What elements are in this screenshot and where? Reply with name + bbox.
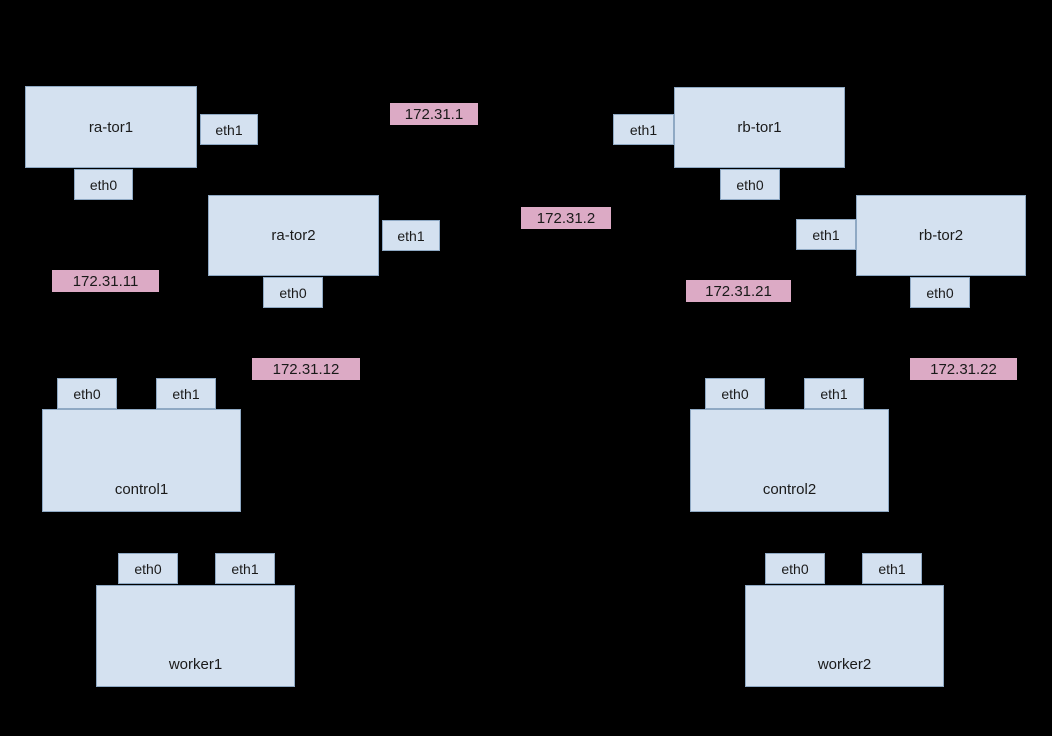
port-label: eth1 — [812, 226, 840, 243]
port-control2-eth1[interactable]: eth1 — [804, 378, 864, 409]
port-label: eth1 — [397, 227, 425, 244]
device-control1[interactable]: control1 — [42, 409, 241, 512]
device-label: worker2 — [817, 656, 872, 673]
port-worker2-eth1[interactable]: eth1 — [862, 553, 922, 584]
network-label-text: 172.31.12 — [272, 360, 340, 378]
network-label-text: 172.31.1 — [404, 105, 464, 123]
network-label-text: 172.31.11 — [72, 272, 139, 290]
device-control2[interactable]: control2 — [690, 409, 889, 512]
device-rb-tor1[interactable]: rb-tor1 — [674, 87, 845, 168]
port-label: eth0 — [721, 385, 749, 402]
network-label-net-172-31-21[interactable]: 172.31.21 — [686, 280, 791, 302]
port-worker1-eth1[interactable]: eth1 — [215, 553, 275, 584]
port-ra-tor2-eth1[interactable]: eth1 — [382, 220, 440, 251]
network-label-text: 172.31.22 — [930, 360, 997, 378]
network-label-text: 172.31.2 — [536, 209, 596, 227]
port-rb-tor1-eth1[interactable]: eth1 — [613, 114, 674, 145]
device-rb-tor2[interactable]: rb-tor2 — [856, 195, 1026, 276]
network-label-net-172-31-11[interactable]: 172.31.11 — [52, 270, 159, 292]
port-control1-eth1[interactable]: eth1 — [156, 378, 216, 409]
port-worker1-eth0[interactable]: eth0 — [118, 553, 178, 584]
port-label: eth0 — [926, 284, 954, 301]
port-ra-tor2-eth0[interactable]: eth0 — [263, 277, 323, 308]
port-label: eth0 — [736, 176, 764, 193]
device-worker2[interactable]: worker2 — [745, 585, 944, 687]
network-label-net-172-31-12[interactable]: 172.31.12 — [252, 358, 360, 380]
port-label: eth1 — [878, 560, 906, 577]
port-rb-tor2-eth0[interactable]: eth0 — [910, 277, 970, 308]
port-ra-tor1-eth0[interactable]: eth0 — [74, 169, 133, 200]
device-label: worker1 — [168, 656, 223, 673]
port-label: eth1 — [172, 385, 200, 402]
device-label: ra-tor1 — [88, 118, 134, 136]
network-label-net-172-31-2[interactable]: 172.31.2 — [521, 207, 611, 229]
port-rb-tor2-eth1[interactable]: eth1 — [796, 219, 856, 250]
device-label: ra-tor2 — [271, 227, 316, 244]
port-control2-eth0[interactable]: eth0 — [705, 378, 765, 409]
port-label: eth1 — [629, 121, 658, 138]
port-label: eth1 — [820, 385, 848, 402]
port-worker2-eth0[interactable]: eth0 — [765, 553, 825, 584]
port-label: eth0 — [73, 385, 101, 402]
network-label-text: 172.31.21 — [705, 282, 772, 300]
device-label: control1 — [114, 481, 169, 498]
port-label: eth0 — [89, 176, 118, 193]
network-label-net-172-31-22[interactable]: 172.31.22 — [910, 358, 1017, 380]
port-label: eth1 — [231, 560, 259, 577]
port-label: eth0 — [279, 284, 307, 301]
port-ra-tor1-eth1[interactable]: eth1 — [200, 114, 258, 145]
port-label: eth1 — [215, 121, 243, 138]
device-label: rb-tor1 — [737, 119, 782, 136]
port-control1-eth0[interactable]: eth0 — [57, 378, 117, 409]
device-ra-tor2[interactable]: ra-tor2 — [208, 195, 379, 276]
network-label-net-172-31-1[interactable]: 172.31.1 — [390, 103, 478, 125]
device-ra-tor1[interactable]: ra-tor1 — [25, 86, 197, 168]
port-label: eth0 — [134, 560, 162, 577]
port-label: eth0 — [781, 560, 809, 577]
port-rb-tor1-eth0[interactable]: eth0 — [720, 169, 780, 200]
device-label: control2 — [762, 481, 817, 498]
device-label: rb-tor2 — [918, 227, 964, 244]
device-worker1[interactable]: worker1 — [96, 585, 295, 687]
